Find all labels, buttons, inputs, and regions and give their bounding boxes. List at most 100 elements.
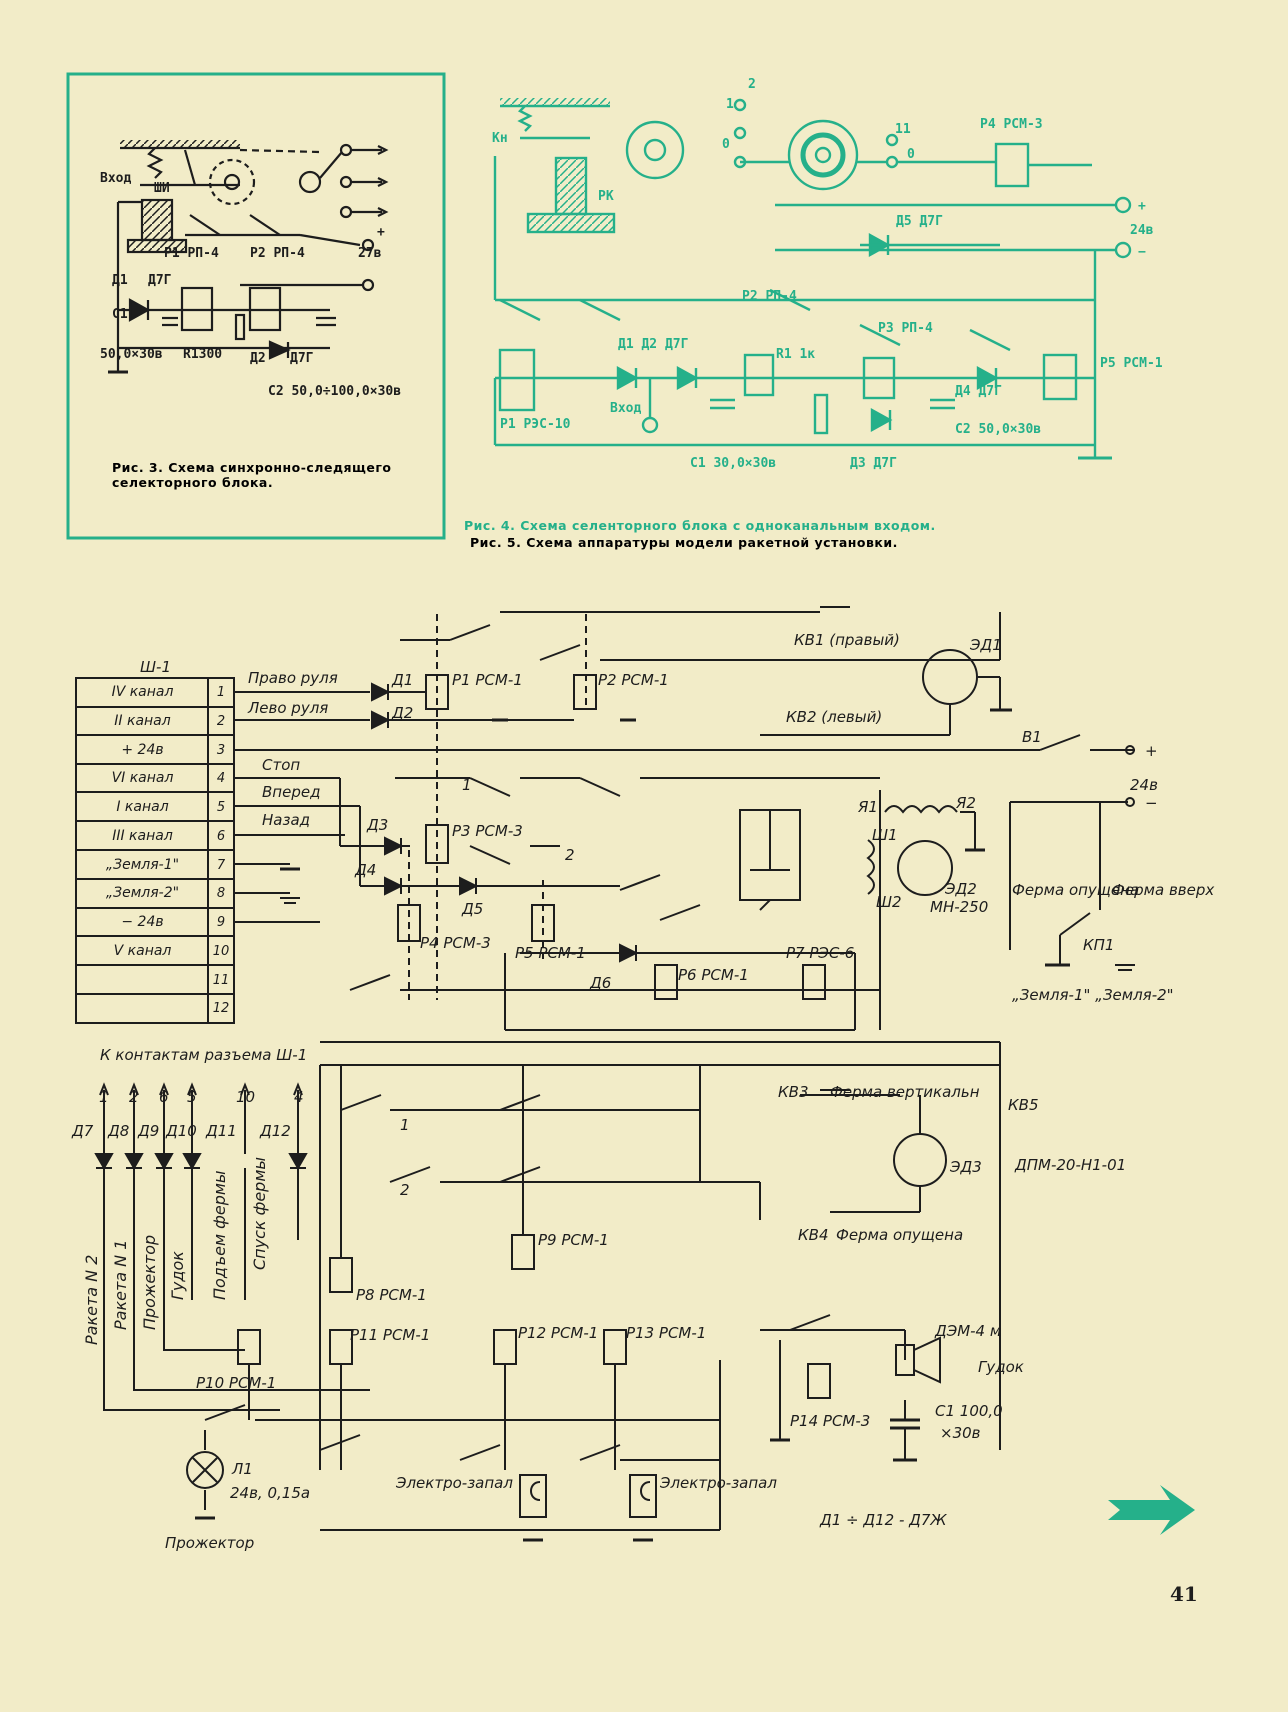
- fig5-diode-3: Д10: [165, 1122, 197, 1140]
- fig4-label-v24: 24в: [1130, 223, 1154, 238]
- fig5-relay-p10: [237, 1329, 261, 1365]
- fig3-label-input: Вход: [100, 171, 131, 186]
- fig5-label-ferma-down2: Ферма опущена: [836, 1226, 963, 1244]
- fig5-label-ed3: ЭД3: [949, 1158, 982, 1176]
- fig5-labels: Ш-1 Право руля Лево руля Стоп Вперед Наз…: [71, 631, 1214, 1552]
- fig5-label-kv3: КВ3: [778, 1083, 808, 1101]
- fig3-relay-p1: [180, 286, 214, 332]
- fig5-pin-num-5: 4: [294, 1088, 304, 1106]
- fig3-label-d2: Д2: [250, 351, 266, 366]
- connector-row-name: IV канал: [111, 684, 174, 700]
- fig3-coil: [140, 198, 174, 242]
- fig4-rotary: [787, 119, 859, 191]
- fig5-signal-2: Стоп: [262, 756, 300, 774]
- fig5-label-ferma-down: Ферма опущена: [1012, 881, 1139, 899]
- fig5-label-kv4: КВ4: [798, 1226, 828, 1244]
- fig4-label-input: Вход: [610, 401, 641, 416]
- fig5-label-p8: P8 РСМ-1: [356, 1286, 427, 1304]
- fig5-label-d5: Д5: [461, 900, 483, 918]
- connector-row-pin: 5: [216, 800, 226, 815]
- fig5-label-p12: P12 РСМ-1: [518, 1324, 598, 1342]
- connector-row-name: „Земля-1": [105, 856, 180, 873]
- fig5-label-sh2: Ш2: [876, 893, 902, 911]
- fig3-labels: Вход ШИ P1 РП-4 P2 РП-4 + 27в Д1 Д7Г C1 …: [100, 171, 401, 399]
- fig5-label-p4: P4 РСМ-3: [420, 934, 491, 952]
- fig5-igniter-2: [629, 1474, 657, 1518]
- fig5-label-ya1: Я1: [857, 798, 878, 816]
- connector-row-pin: 7: [216, 857, 226, 873]
- fig5-label-diodes-range: Д1 ÷ Д12 - Д7Ж: [819, 1511, 947, 1529]
- connector-row-name: III канал: [112, 827, 173, 844]
- fig3-label-v27: 27в: [358, 246, 382, 261]
- fig4-label-pos11: 11: [895, 122, 911, 137]
- fig5-contact-c1-1: 1: [462, 776, 472, 794]
- fig5-label-l1: Л1: [231, 1460, 253, 1478]
- fig3-diagram: [66, 72, 446, 540]
- fig5-relay-p14: [807, 1363, 831, 1399]
- connector-row-name: VI канал: [111, 770, 174, 787]
- fig5-contact-c2-2: 2: [400, 1181, 410, 1199]
- fig4-labels: 2 1 0 11 0 Кн РК P4 РСМ-3 + 24в − Д5 Д7Г…: [492, 77, 1163, 471]
- fig3-ratchet-wheel: [208, 158, 256, 206]
- fig5-label-kv1: КВ1 (правый): [794, 631, 900, 649]
- fig5-label-l1-val: 24в, 0,15а: [230, 1484, 310, 1502]
- fig5-signal-1: Лево руля: [247, 699, 328, 717]
- fig5-motor-ed2: [897, 840, 953, 896]
- fig5-vert-5: Спуск фермы: [250, 1157, 269, 1270]
- page-number: 41: [1170, 1582, 1198, 1606]
- fig5-label-d4: Д4: [354, 861, 376, 879]
- fig5-lamp-l1: [186, 1451, 224, 1489]
- fig4-relay-p5: [1042, 353, 1078, 401]
- fig4-wheel: [625, 120, 685, 180]
- fig5-pin-num-0: 1: [99, 1088, 109, 1106]
- connector-row-name: „Земля-2": [105, 885, 180, 902]
- fig5-diagram: [75, 606, 1195, 1542]
- connector-row-pin: 2: [216, 713, 226, 729]
- connector-row-name: I канал: [116, 799, 169, 815]
- fig3-label-p1: P1 РП-4: [164, 246, 219, 261]
- fig4-label-p4: P4 РСМ-3: [980, 117, 1043, 132]
- fig4-label-p5: P5 РСМ-1: [1100, 356, 1163, 371]
- fig5-label-ferma-vert: Ферма вертикальн: [830, 1083, 980, 1101]
- fig5-label-sh1: Ш1: [872, 826, 898, 844]
- fig4-relay-p3: [862, 356, 896, 400]
- fig5-label-d3: Д3: [366, 816, 388, 834]
- fig5-label-p5: P5 РСМ-1: [515, 944, 586, 962]
- fig5-diode-group: [94, 1153, 308, 1171]
- fig5-vertical-labels: Ракета N 2 Ракета N 1 Прожектор Гудок По…: [82, 1157, 269, 1345]
- fig5-label-dem: ДЭМ-4 м: [934, 1322, 1001, 1340]
- fig4-label-pos0b: 0: [907, 147, 915, 162]
- fig5-label-elektrozapal2: Электро-запал: [659, 1474, 777, 1492]
- fig5-connector-title: Ш-1: [140, 658, 171, 676]
- connector-row-pin: 9: [216, 915, 226, 930]
- fig5-label-d6: Д6: [589, 974, 611, 992]
- fig5-relay-p8: [329, 1257, 353, 1293]
- fig5-label-p10: P10 РСМ-1: [196, 1374, 276, 1392]
- fig5-label-minus: −: [1145, 794, 1158, 812]
- fig5-pin-num-4: 10: [236, 1088, 255, 1106]
- connector-row-pin: 6: [216, 828, 226, 844]
- fig5-connector-rowlines: [76, 706, 234, 995]
- fig5-contact-c1-2: 2: [565, 846, 575, 864]
- fig5-relay-p9: [511, 1234, 535, 1270]
- fig3-caption: Рис. 3. Схема синхронно-следящего селект…: [112, 460, 392, 490]
- fig5-diode-5: Д12: [259, 1122, 291, 1140]
- fig4-label-plus: +: [1138, 199, 1146, 214]
- fig4-label-minus: −: [1138, 245, 1146, 260]
- connector-row-name: − 24в: [121, 914, 164, 930]
- fig4-label-c2: C2 50,0×30в: [955, 422, 1041, 437]
- fig5-relay-p6: [654, 964, 678, 1000]
- fig5-relay-p3: [425, 824, 449, 864]
- fig5-vert-3: Гудок: [168, 1251, 187, 1300]
- fig5-label-projector: Прожектор: [165, 1534, 254, 1552]
- fig5-label-gudok: Гудок: [978, 1358, 1024, 1376]
- connector-row-pin: 4: [216, 771, 226, 787]
- fig5-label-p9: P9 РСМ-1: [538, 1231, 609, 1249]
- fig5-diode-4: Д11: [205, 1122, 237, 1140]
- fig5-relay-p13: [603, 1329, 627, 1365]
- fig4-caption: Рис. 4. Схема селенторного блока с однок…: [464, 518, 936, 533]
- fig4-label-p2: P2 РП-4: [742, 289, 797, 304]
- fig4-label-c1: C1 30,0×30в: [690, 456, 776, 471]
- fig5-motor-ed3: [893, 1133, 947, 1187]
